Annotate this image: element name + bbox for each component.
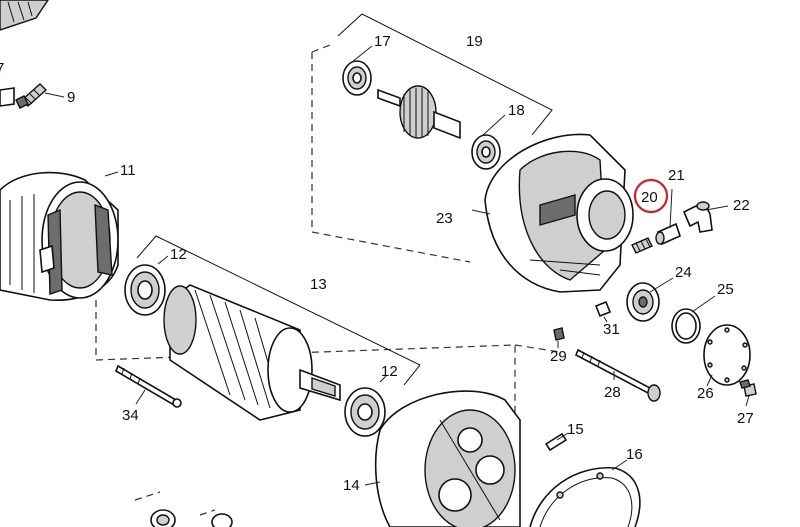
part-23-gear-case xyxy=(484,133,634,293)
part-14-gear-housing xyxy=(374,390,521,527)
label-12b: 12 xyxy=(381,363,398,380)
part-28-bolt xyxy=(574,348,661,402)
label-13: 13 xyxy=(310,276,327,293)
part-11-field-housing xyxy=(0,171,119,301)
label-34: 34 xyxy=(122,407,139,424)
part-7-stub xyxy=(0,87,15,107)
label-19: 19 xyxy=(466,33,483,50)
part-12-bearing-left xyxy=(124,264,166,316)
label-17: 17 xyxy=(374,33,391,50)
leader-lines xyxy=(44,45,750,486)
part-12-bearing-right xyxy=(344,387,386,437)
part-17-bearing xyxy=(342,60,372,96)
part-bottom-left-fragments xyxy=(150,509,233,527)
part-29-nut xyxy=(553,327,565,341)
part-gear-shaft xyxy=(377,85,461,140)
part-26-cover-plate xyxy=(703,324,751,386)
label-22: 22 xyxy=(733,197,750,214)
part-18-bearing xyxy=(471,134,501,170)
label-12a: 12 xyxy=(170,246,187,263)
label-21: 21 xyxy=(668,167,685,184)
part-20-spring xyxy=(631,237,653,254)
label-9: 9 xyxy=(67,89,75,106)
label-31: 31 xyxy=(603,321,620,338)
part-9-screw xyxy=(15,83,48,109)
part-labels: 7 9 11 12 12 13 14 15 16 17 18 19 20 21 … xyxy=(0,33,754,494)
part-27-screw xyxy=(739,379,757,397)
part-25-oring xyxy=(671,308,701,344)
label-7: 7 xyxy=(0,60,4,77)
label-18: 18 xyxy=(508,102,525,119)
label-15: 15 xyxy=(567,421,584,438)
label-16: 16 xyxy=(626,446,643,463)
label-27: 27 xyxy=(737,410,754,427)
part-31-key xyxy=(594,300,612,318)
label-26: 26 xyxy=(697,385,714,402)
label-11: 11 xyxy=(120,162,136,179)
group-brackets xyxy=(136,13,553,386)
part-34-screw xyxy=(115,364,182,408)
part-13-armature xyxy=(163,284,341,421)
label-25: 25 xyxy=(717,281,734,298)
part-24-gear xyxy=(626,282,660,322)
part-22-elbow xyxy=(682,200,713,233)
label-14: 14 xyxy=(343,477,360,494)
highlight-circle xyxy=(633,178,669,214)
part-16-gasket xyxy=(529,467,641,527)
label-28: 28 xyxy=(604,384,621,401)
label-29: 29 xyxy=(550,348,567,365)
part-21-plug xyxy=(655,222,681,246)
part-shaft-top-left xyxy=(0,0,49,31)
label-20: 20 xyxy=(641,189,658,206)
label-23: 23 xyxy=(436,210,453,227)
label-24: 24 xyxy=(675,264,692,281)
